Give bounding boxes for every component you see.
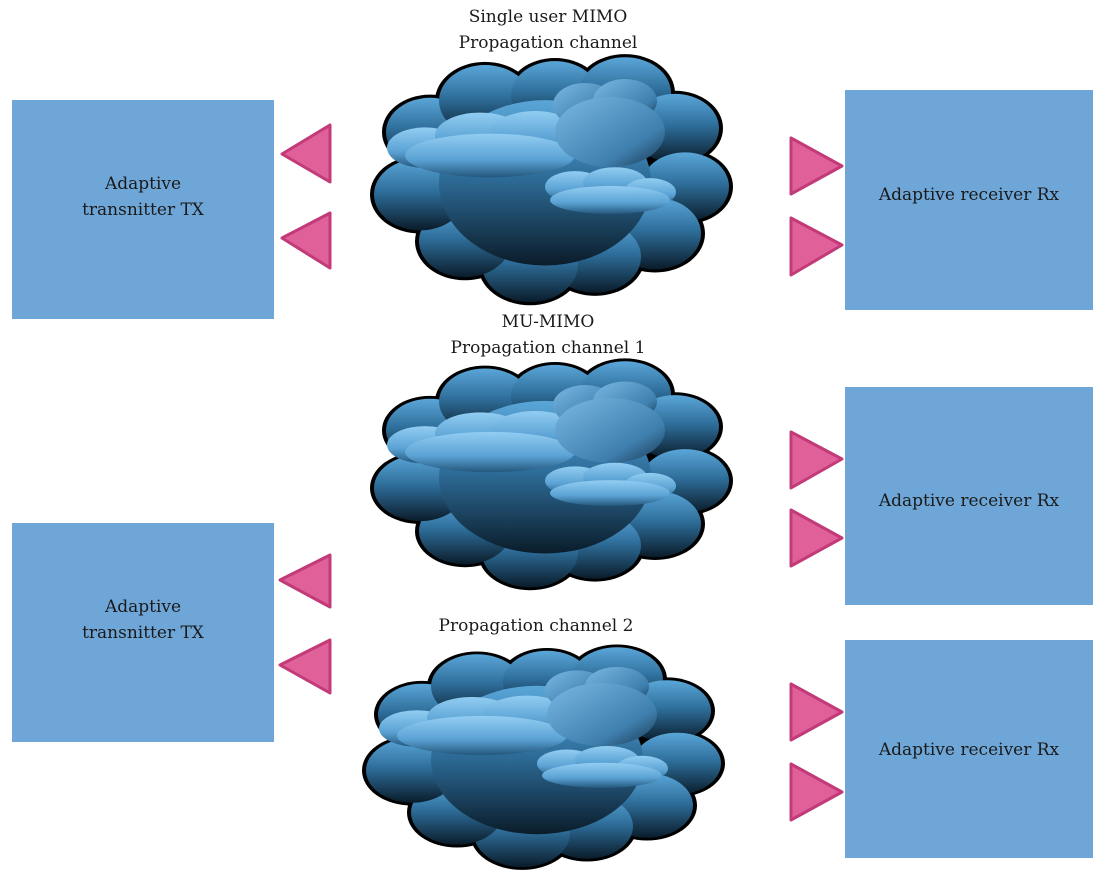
- su-tx-antenna-1: [280, 123, 332, 184]
- mu-rx2-antenna-1: [789, 682, 844, 742]
- su-tx-label-line1: Adaptive: [104, 174, 181, 194]
- mu-tx-antenna-1: [278, 553, 332, 609]
- su-tx-antenna-2: [280, 211, 332, 270]
- mu-rx1-antenna-2: [789, 508, 844, 568]
- su-rx-box: Adaptive receiver Rx: [845, 90, 1093, 310]
- mu-rx1-antenna-1: [789, 430, 844, 490]
- mu-propagation-cloud-1: [370, 358, 733, 591]
- mu-channel2-label: Propagation channel 2: [439, 616, 634, 636]
- su-propagation-cloud: [370, 54, 733, 306]
- mu-tx-antenna-2: [278, 638, 332, 695]
- su-tx-box: Adaptive transnitter TX: [12, 100, 274, 319]
- mu-rx-box-1: Adaptive receiver Rx: [845, 387, 1093, 605]
- mu-tx-label-line1: Adaptive: [104, 597, 181, 617]
- mu-rx2-antenna-2: [789, 762, 844, 822]
- mu-propagation-cloud-2: [362, 644, 725, 870]
- mu-tx-label-line2: transnitter TX: [82, 623, 205, 643]
- mu-rx1-label: Adaptive receiver Rx: [878, 491, 1060, 511]
- mu-rx-box-2: Adaptive receiver Rx: [845, 640, 1093, 858]
- su-rx-label: Adaptive receiver Rx: [878, 185, 1060, 205]
- su-tx-label-line2: transnitter TX: [82, 200, 205, 220]
- su-mimo-title: Single user MIMO: [469, 7, 628, 27]
- mu-mimo-title: MU-MIMO: [502, 312, 595, 332]
- su-rx-antenna-1: [789, 136, 844, 196]
- su-channel-label: Propagation channel: [459, 33, 638, 53]
- mu-channel1-label: Propagation channel 1: [451, 338, 646, 358]
- su-rx-antenna-2: [789, 216, 844, 277]
- mu-tx-box: Adaptive transnitter TX: [12, 523, 274, 742]
- mu-rx2-label: Adaptive receiver Rx: [878, 740, 1060, 760]
